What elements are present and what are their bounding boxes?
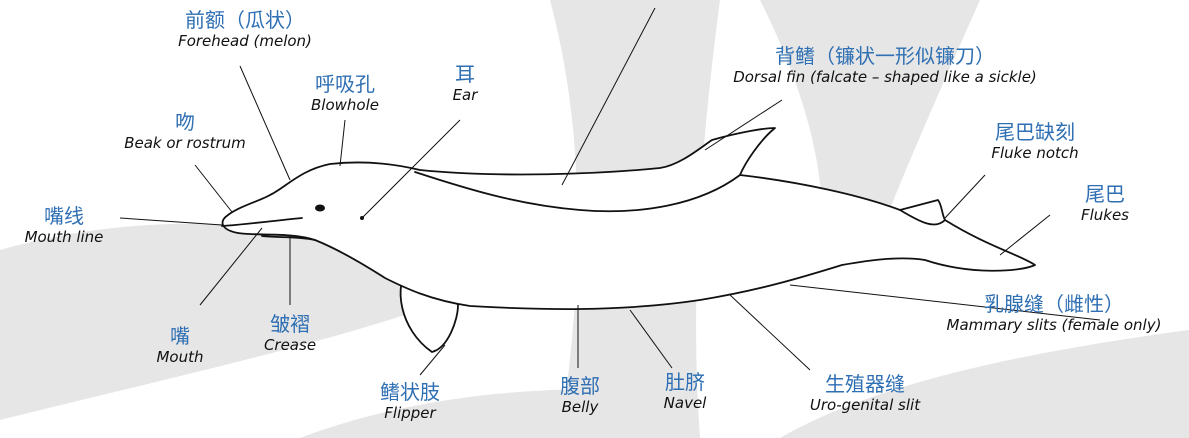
- label-blowhole: 呼吸孔 Blowhole: [290, 72, 400, 115]
- label-navel-en: Navel: [663, 394, 707, 412]
- leader-line-mouth: [199, 227, 263, 306]
- label-urogenital-zh: 生殖器缝: [825, 372, 905, 396]
- label-blowhole-en: Blowhole: [311, 96, 379, 114]
- watermark-right-blade: [760, 0, 980, 260]
- dolphin: [221, 127, 1036, 353]
- label-navel-zh: 肚脐: [665, 370, 705, 394]
- label-flipper: 鳍状肢 Flipper: [355, 380, 465, 423]
- leader-line-fluke-notch: [944, 174, 986, 219]
- leader-line-forehead: [239, 65, 291, 181]
- dolphin-mouth-line: [221, 217, 303, 227]
- label-mouth-line-en: Mouth line: [24, 228, 104, 246]
- label-flipper-zh: 鳍状肢: [380, 380, 440, 404]
- dolphin-crease: [261, 235, 316, 241]
- label-mammary: 乳腺缝（雌性） Mammary slits (female only): [920, 292, 1188, 335]
- label-fluke-notch-en: Fluke notch: [991, 144, 1079, 162]
- label-mouth-en: Mouth: [156, 348, 204, 366]
- label-beak-en: Beak or rostrum: [124, 134, 246, 152]
- watermark-left-blade: [0, 223, 454, 420]
- label-crease: 皱褶 Crease: [245, 312, 335, 355]
- leader-line-dorsal-fin: [704, 99, 783, 151]
- label-mouth-zh: 嘴: [170, 324, 190, 348]
- label-crease-zh: 皱褶: [270, 312, 310, 336]
- leader-line-flipper: [431, 349, 436, 353]
- label-mouth-line-zh: 嘴线: [44, 204, 84, 228]
- label-crease-en: Crease: [263, 336, 317, 354]
- leader-line-dorsal-top: [561, 7, 656, 186]
- label-mouth-line: 嘴线 Mouth line: [4, 204, 124, 247]
- leader-line-flukes: [999, 214, 1051, 256]
- label-dorsal-fin-zh: 背鳍（镰状一形似镰刀）: [775, 44, 995, 68]
- leader-line-ear: [361, 119, 461, 219]
- label-mouth: 嘴 Mouth: [140, 324, 220, 367]
- label-beak-zh: 吻: [175, 110, 195, 134]
- leader-line-beak: [194, 164, 233, 213]
- label-dorsal-fin: 背鳍（镰状一形似镰刀） Dorsal fin (falcate – shaped…: [695, 44, 1075, 87]
- label-ear-zh: 耳: [455, 62, 475, 86]
- label-urogenital-en: Uro-genital slit: [809, 396, 921, 414]
- label-belly-zh: 腹部: [560, 374, 600, 398]
- label-blowhole-zh: 呼吸孔: [315, 72, 375, 96]
- leader-line-flipper-lower: [419, 344, 446, 376]
- label-flukes: 尾巴 Flukes: [1060, 182, 1150, 225]
- label-belly-en: Belly: [561, 398, 599, 416]
- label-urogenital: 生殖器缝 Uro-genital slit: [785, 372, 945, 415]
- label-belly: 腹部 Belly: [540, 374, 620, 417]
- label-dorsal-fin-en: Dorsal fin (falcate – shaped like a sick…: [733, 68, 1037, 86]
- leader-line-blowhole: [339, 119, 346, 167]
- label-navel: 肚脐 Navel: [640, 370, 730, 413]
- label-forehead-en: Forehead (melon): [178, 32, 312, 50]
- leader-line-navel: [629, 309, 673, 369]
- leader-line-urogenital: [729, 294, 811, 371]
- leader-line-mammary: [789, 284, 1101, 321]
- label-flukes-en: Flukes: [1080, 206, 1130, 224]
- watermark-bottom-right: [780, 330, 1189, 438]
- dolphin-tail-fold: [899, 209, 946, 226]
- label-forehead: 前额（瓜状） Forehead (melon): [150, 8, 340, 51]
- leader-line-mouth-line: [119, 217, 223, 226]
- label-flukes-zh: 尾巴: [1085, 182, 1125, 206]
- label-beak: 吻 Beak or rostrum: [100, 110, 270, 153]
- label-ear-en: Ear: [452, 86, 478, 104]
- label-mammary-zh: 乳腺缝（雌性）: [984, 292, 1124, 316]
- label-flipper-en: Flipper: [384, 404, 436, 422]
- leader-lines: [119, 7, 1101, 376]
- watermark-lower-band: [300, 389, 640, 438]
- label-ear: 耳 Ear: [430, 62, 500, 105]
- label-fluke-notch-zh: 尾巴缺刻: [995, 120, 1075, 144]
- label-fluke-notch: 尾巴缺刻 Fluke notch: [965, 120, 1105, 163]
- label-forehead-zh: 前额（瓜状）: [185, 8, 305, 32]
- dolphin-eye: [315, 204, 325, 212]
- dolphin-dorsal-ridge: [414, 171, 741, 213]
- label-mammary-en: Mammary slits (female only): [946, 316, 1162, 334]
